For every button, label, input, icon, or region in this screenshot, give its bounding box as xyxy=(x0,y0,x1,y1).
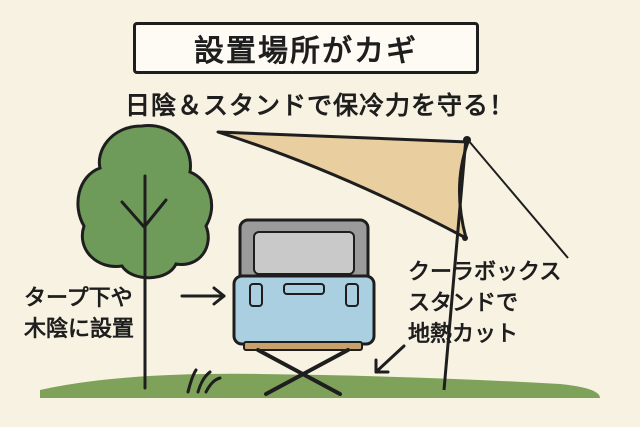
label-shade-line1: タープ下や xyxy=(24,286,133,311)
grass-tuft-icon xyxy=(186,368,222,394)
arrow-right-icon xyxy=(180,286,226,306)
subtitle: 日陰＆スタンドで保冷力を守る！ xyxy=(124,91,515,120)
title-text: 設置場所がカギ xyxy=(194,34,418,69)
label-shade-line2: 木陰に設置 xyxy=(24,317,135,342)
label-stand-line1: クーラボックス xyxy=(408,260,562,285)
tree-icon xyxy=(76,124,214,390)
tarp-icon xyxy=(216,130,569,391)
ground xyxy=(40,373,600,398)
label-stand: クーラボックス スタンドで 地熱カット xyxy=(408,257,561,350)
label-stand-line3: 地熱カット xyxy=(408,322,519,347)
cooler-stand-icon xyxy=(243,341,363,396)
label-shade: タープ下や 木陰に設置 xyxy=(24,283,134,345)
label-stand-line2: スタンドで xyxy=(408,291,519,316)
arrow-down-left-icon xyxy=(374,344,406,374)
title-box: 設置場所がカギ xyxy=(133,22,479,74)
cooler-box-icon xyxy=(232,218,376,346)
